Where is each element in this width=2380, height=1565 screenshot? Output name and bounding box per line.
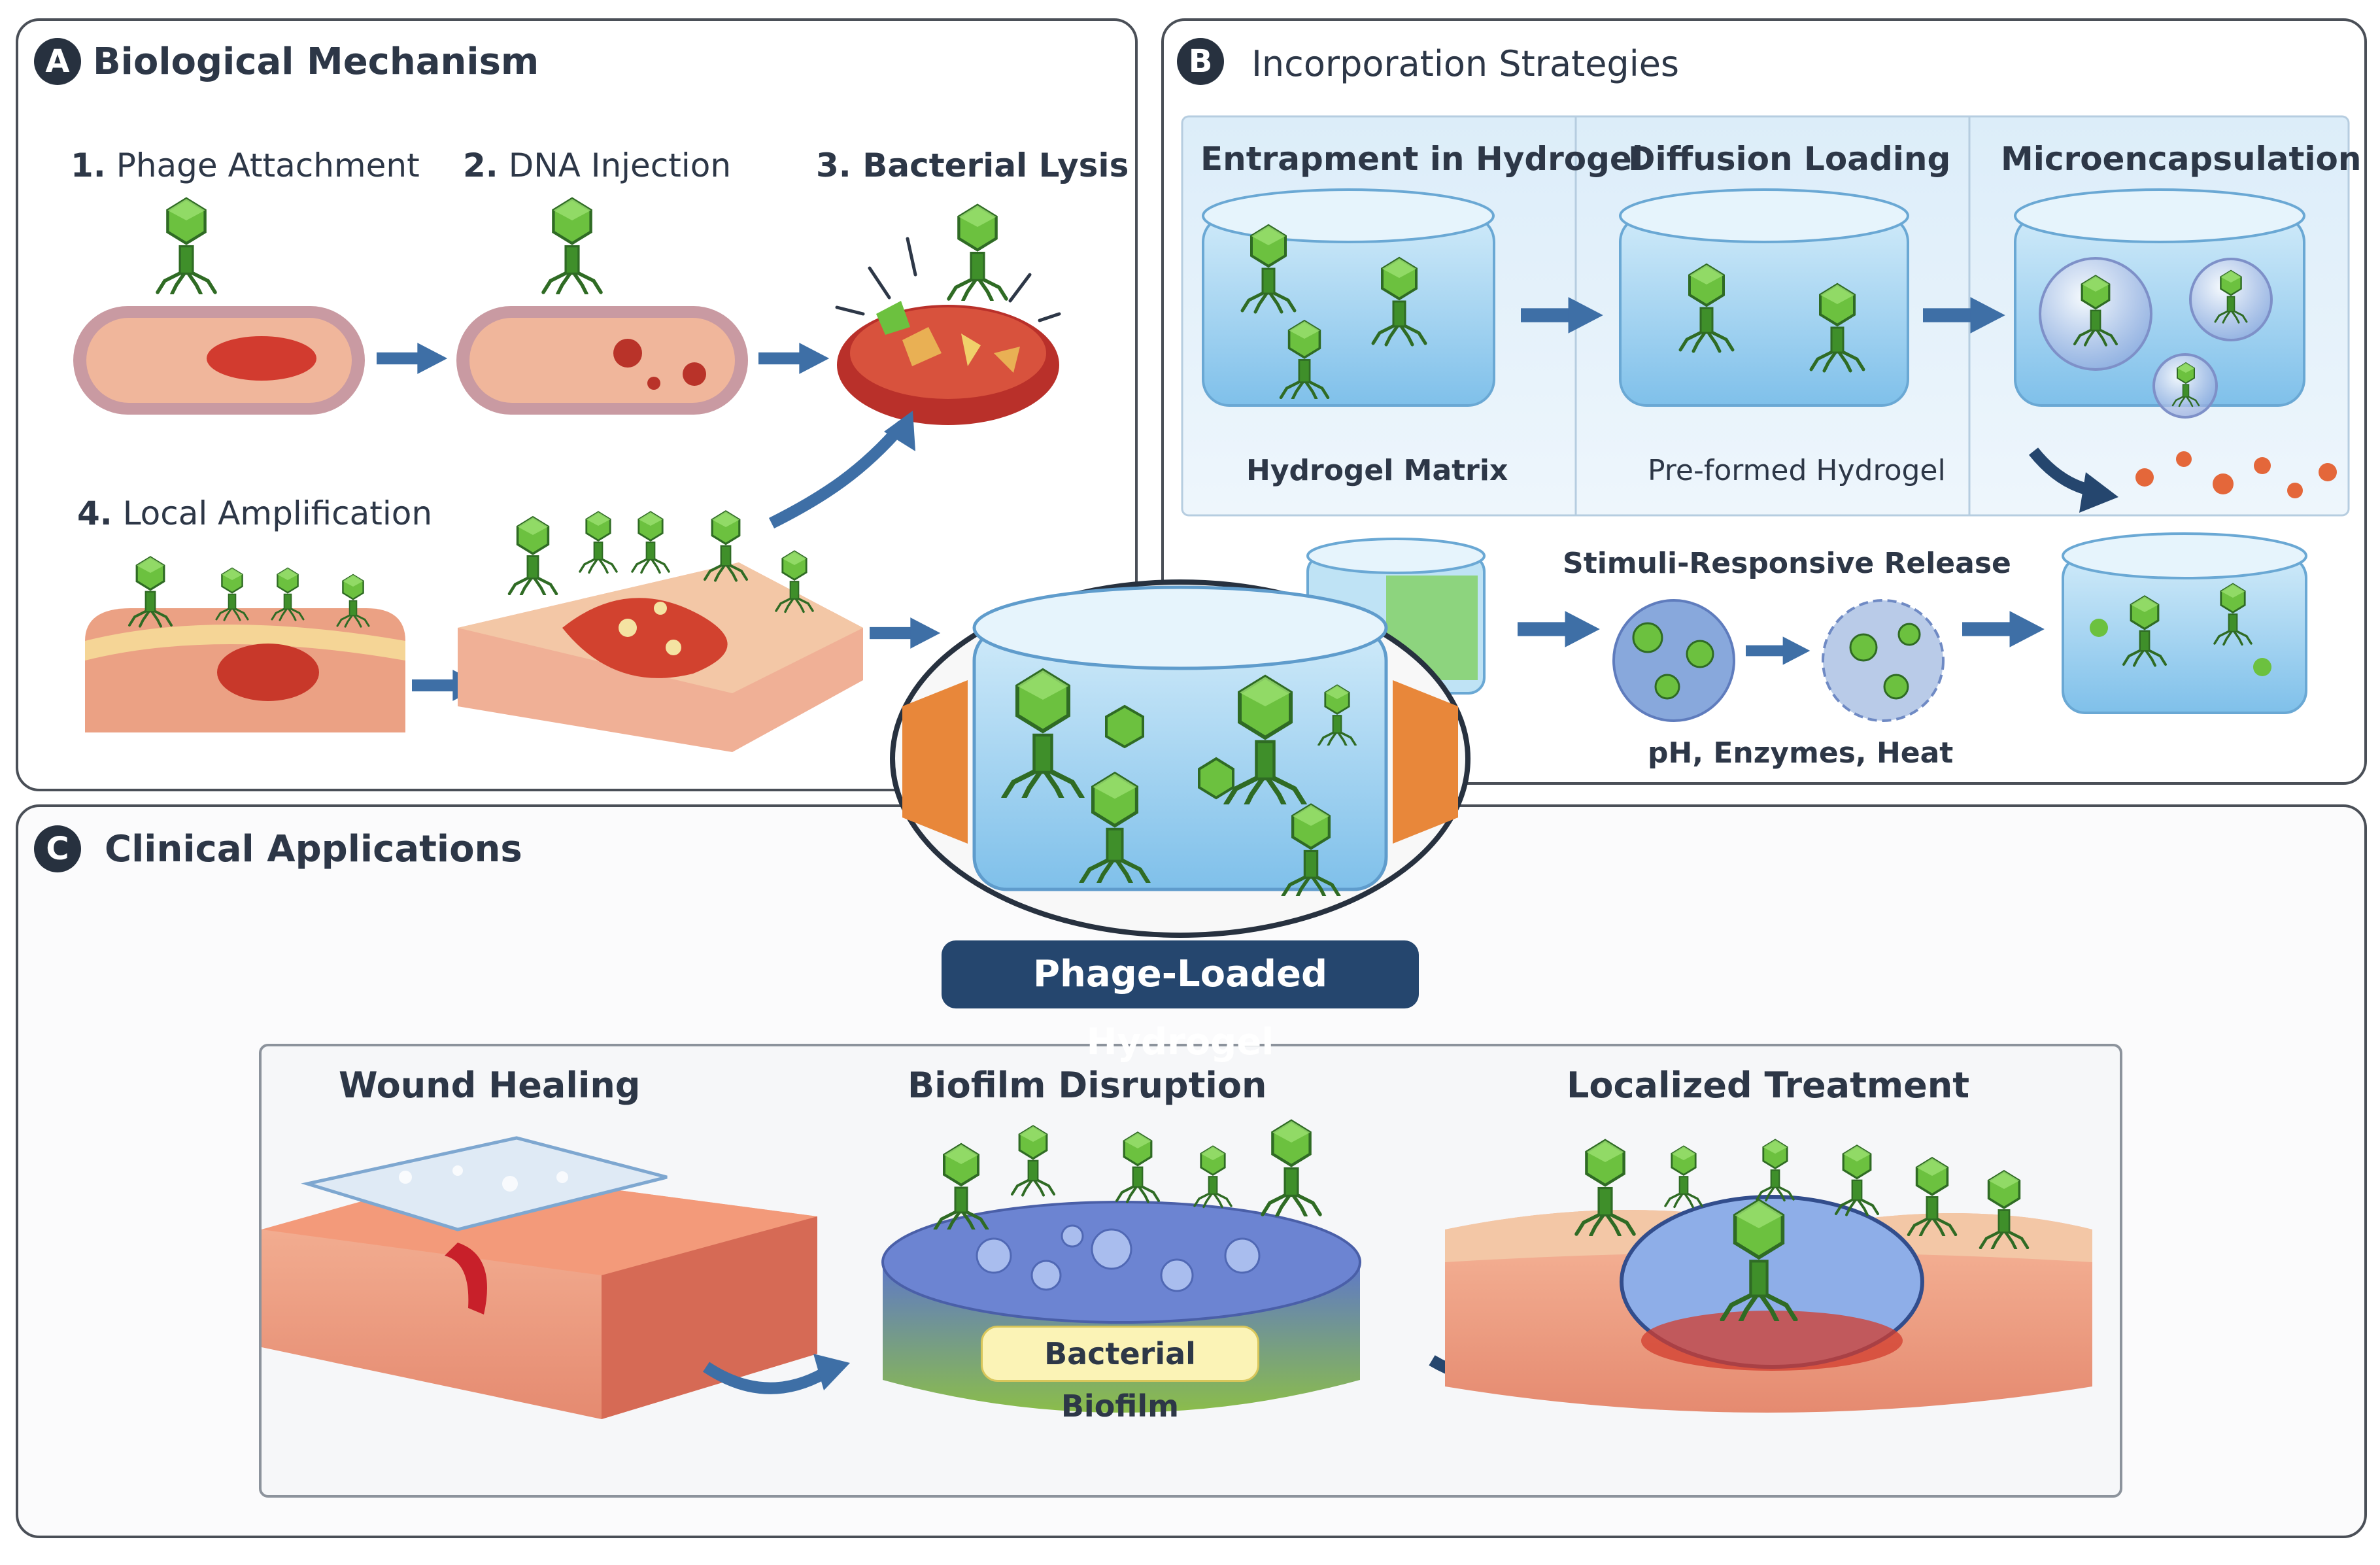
gel-microencapsulation bbox=[2014, 188, 2305, 419]
panel-c-title: Clinical Applications bbox=[105, 828, 522, 870]
step-4-label: 4. Local Amplification bbox=[77, 494, 433, 532]
panel-b-badge: B bbox=[1177, 38, 1224, 85]
panel-c-badge: C bbox=[34, 825, 81, 872]
phage-loaded-hydrogel-label: Phage-Loaded Hydrogel bbox=[942, 940, 1419, 1063]
responsive-bead-1 bbox=[1612, 599, 1735, 722]
panel-a-badge: A bbox=[34, 38, 81, 85]
release-title: Stimuli-Responsive Release bbox=[1563, 547, 2011, 580]
application-3-title: Localized Treatment bbox=[1567, 1065, 1970, 1106]
strategy-2-caption: Pre-formed Hydrogel bbox=[1648, 454, 1946, 487]
localized-treatment-tissue bbox=[1445, 1139, 2092, 1413]
gel-diffusion bbox=[1619, 188, 1909, 407]
release-caption: pH, Enzymes, Heat bbox=[1648, 736, 1954, 770]
strategy-1-title: Entrapment in Hydrogel bbox=[1200, 140, 1643, 178]
center-hydrogel bbox=[890, 579, 1470, 938]
wound-healing-tissue bbox=[262, 1136, 817, 1419]
step-3-label: 3. Bacterial Lysis bbox=[816, 146, 1129, 184]
tissue-amplification bbox=[85, 557, 405, 732]
panel-b-title: Incorporation Strategies bbox=[1251, 43, 1680, 84]
bacterium-attachment bbox=[73, 199, 365, 415]
step-2-label: 2. DNA Injection bbox=[463, 146, 732, 184]
released-phages bbox=[2135, 451, 2337, 498]
strategy-1-caption: Hydrogel Matrix bbox=[1246, 454, 1508, 487]
arrow-a-curve bbox=[768, 421, 907, 529]
bacterial-biofilm-tag: Bacterial Biofilm bbox=[981, 1326, 1259, 1424]
bacterium-injection bbox=[456, 199, 748, 415]
application-2-title: Biofilm Disruption bbox=[908, 1065, 1267, 1106]
strategy-2-title: Diffusion Loading bbox=[1628, 140, 1951, 178]
step-1-label: 1. Phage Attachment bbox=[71, 146, 420, 184]
tissue-infected bbox=[458, 511, 863, 752]
gel-released bbox=[2062, 532, 2307, 714]
gel-entrapment bbox=[1202, 188, 1495, 407]
bacterium-lysis bbox=[835, 205, 1061, 425]
responsive-bead-2 bbox=[1822, 599, 1945, 722]
strategy-3-title: Microencapsulation bbox=[2001, 140, 2362, 178]
application-1-title: Wound Healing bbox=[339, 1065, 641, 1106]
panel-a-title: Biological Mechanism bbox=[93, 41, 539, 83]
arrow-c-1 bbox=[703, 1362, 827, 1394]
